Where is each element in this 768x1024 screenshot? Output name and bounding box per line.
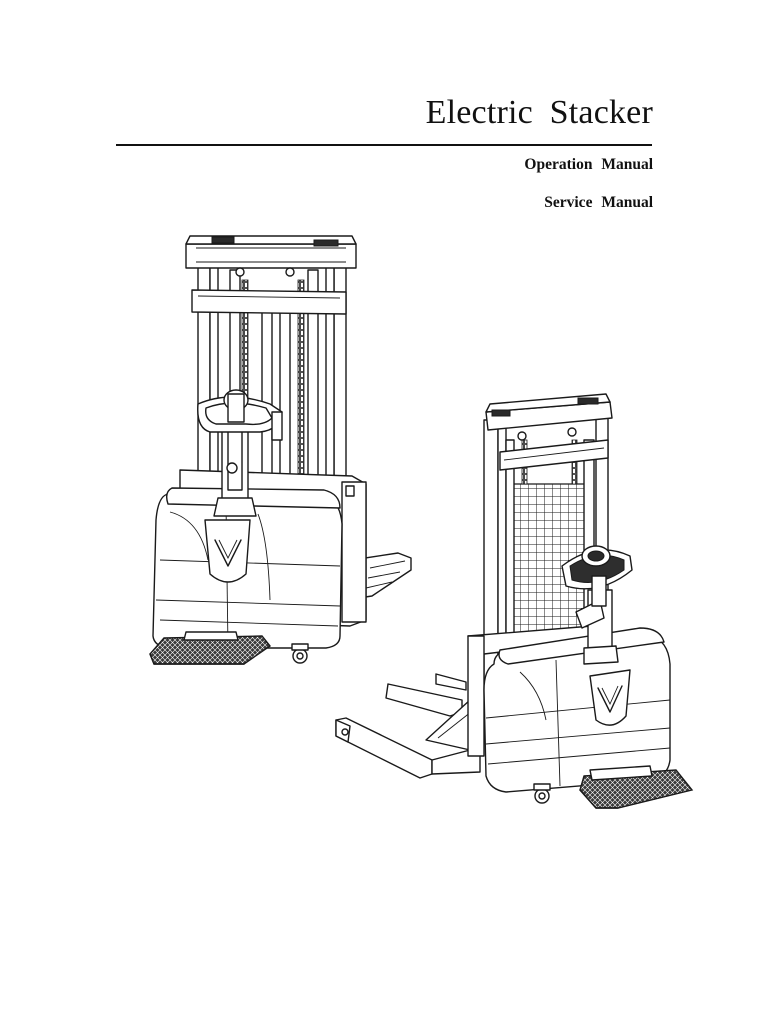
stacker-right bbox=[336, 394, 692, 808]
document-title: Electric Stacker bbox=[425, 94, 653, 131]
title-rule bbox=[116, 144, 652, 146]
stacker-left bbox=[150, 236, 411, 664]
subtitle-service-manual: Service Manual bbox=[544, 194, 653, 211]
subtitle-operation-manual: Operation Manual bbox=[524, 156, 653, 173]
